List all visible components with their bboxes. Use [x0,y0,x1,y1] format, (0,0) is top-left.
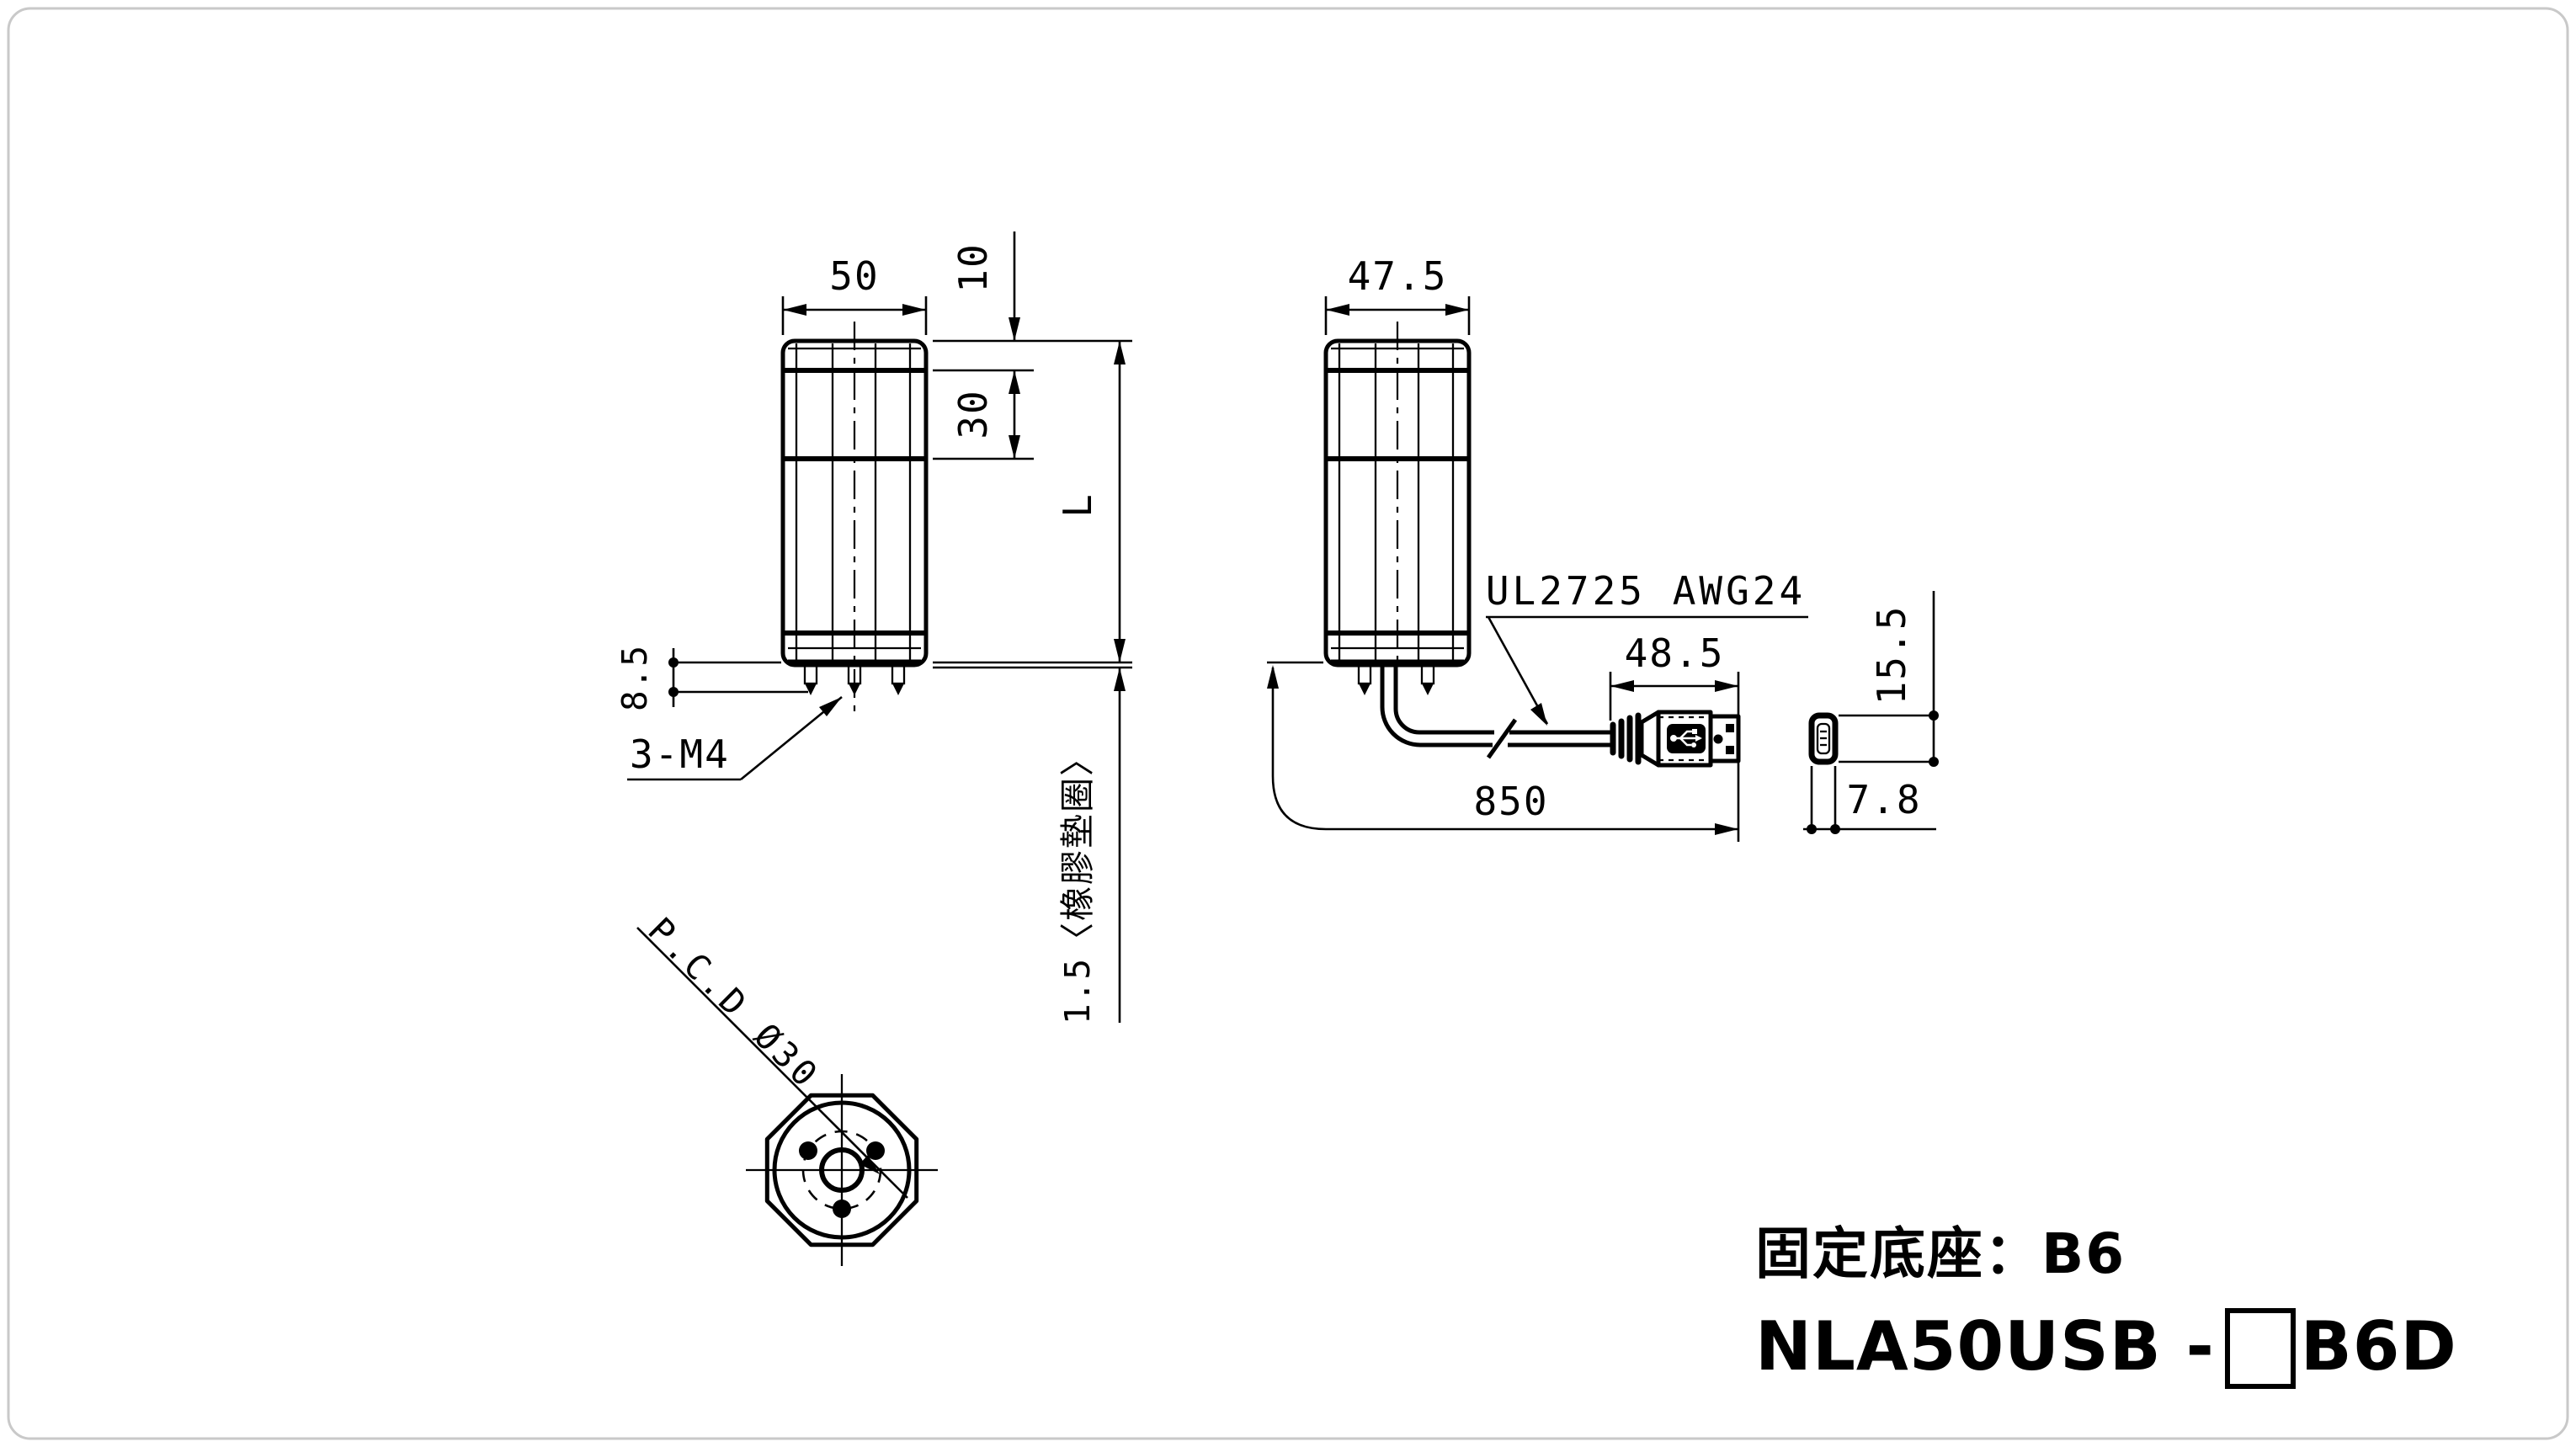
dim-850-text: 850 [1473,779,1548,824]
stud-hole [799,1141,817,1160]
cable-break [1486,718,1518,759]
dim-7-8-text: 7.8 [1846,777,1921,822]
usb-connector-end [1808,712,1839,765]
dim-connector-48-5: 48.5 [1609,630,1740,842]
base-octagon [764,1093,919,1248]
dim-cable-850: 850 [1267,661,1738,835]
stud-label-text: 3-M4 [630,731,730,777]
page-border [7,7,2569,1440]
dim-48-5-text: 48.5 [1625,630,1725,676]
dim-connector-width-7-8: 7.8 [1803,766,1936,834]
dim-gasket-1-5: 1.5〈橡膠墊圈〉 [1057,668,1126,1024]
strain-relief [1610,712,1642,765]
stud-hole [866,1141,885,1160]
mounting-studs [1357,663,1435,695]
dim-50-text: 50 [829,253,879,299]
dim-cap-10: 10 [950,231,1020,341]
usb-connector-side [1610,710,1741,768]
cable-spec-label: UL2725 AWG24 [1486,568,1808,726]
dim-L-text: L [1055,492,1100,518]
dim-width-47-5: 47.5 [1324,253,1471,335]
usb-logo [1667,724,1706,753]
dim-connector-height-15-5: 15.5 [1839,591,1939,767]
dim-width-50: 50 [781,253,928,335]
label-3-m4: 3-M4 [627,695,843,781]
model-suffix: B6D [2300,1306,2457,1386]
color-code-placeholder-box [2224,1308,2296,1389]
base-type-note: 固定底座：B6 [1755,1221,2126,1286]
stud-hole [833,1200,851,1218]
gasket-label: 1.5〈橡膠墊圈〉 [1057,740,1098,1024]
dim-30-text: 30 [950,389,996,439]
model-number-note: NLA50USB - B6D [1755,1303,2457,1389]
left-side-view: 50 10 30 L [615,231,1132,1024]
dim-stud-8-5: 8.5 [615,644,808,711]
dim-47-5-text: 47.5 [1348,253,1448,299]
dim-10-text: 10 [950,242,996,292]
cable-spec-text: UL2725 AWG24 [1486,568,1806,614]
dim-lens-30: 30 [933,369,1034,460]
dim-8-5-text: 8.5 [615,644,655,711]
mounting-studs [803,663,906,695]
usb-cable [1380,667,1610,759]
dim-height-L: L [1055,341,1126,662]
dim-15-5-text: 15.5 [1869,605,1914,705]
right-side-view: 47.5 UL2725 AWG24 [1267,253,1939,842]
model-prefix: NLA50USB - [1755,1306,2215,1386]
